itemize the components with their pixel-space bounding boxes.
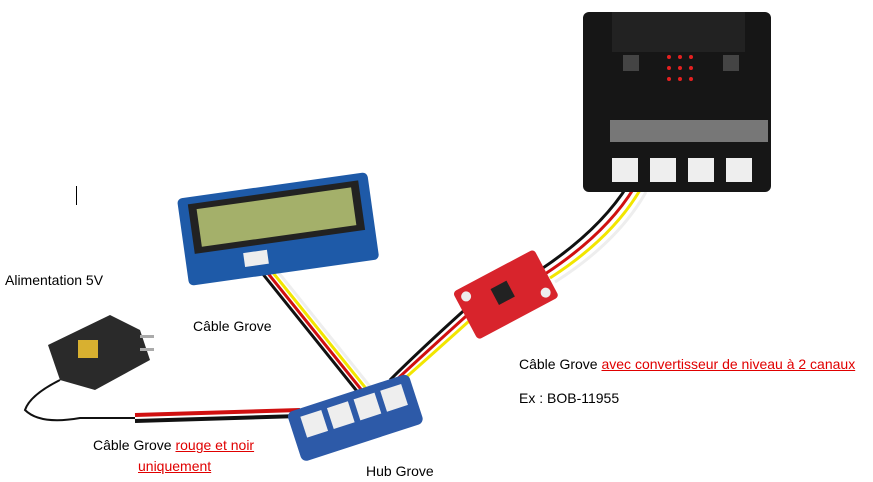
converter-cable-label: Câble Grove avec convertisseur de niveau… <box>519 356 855 372</box>
grove-hub-board <box>287 374 423 461</box>
power-cable-highlight: rouge et noir <box>175 437 255 453</box>
power-label: Alimentation 5V <box>5 272 104 288</box>
grove-lcd-module <box>177 172 379 286</box>
hub-label: Hub Grove <box>366 463 434 479</box>
cable-power-hub <box>134 408 301 423</box>
power-cable-label: Câble Grove rouge et noir <box>93 437 254 453</box>
power-cable-highlight-2: uniquement <box>138 458 212 474</box>
power-cable-prefix: Câble Grove <box>93 437 176 453</box>
power-adapter <box>23 315 154 422</box>
text-cursor <box>76 186 77 205</box>
microbit-board <box>583 12 771 192</box>
converter-cable-prefix: Câble Grove <box>519 356 602 372</box>
lcd-cable-label: Câble Grove <box>193 318 272 334</box>
example-label: Ex : BOB-11955 <box>519 390 620 406</box>
cable-lcd-hub <box>248 251 374 396</box>
cable-converter-microbit <box>539 184 648 284</box>
converter-cable-highlight: avec convertisseur de niveau à 2 canaux <box>601 356 856 372</box>
level-converter-board <box>454 250 558 339</box>
